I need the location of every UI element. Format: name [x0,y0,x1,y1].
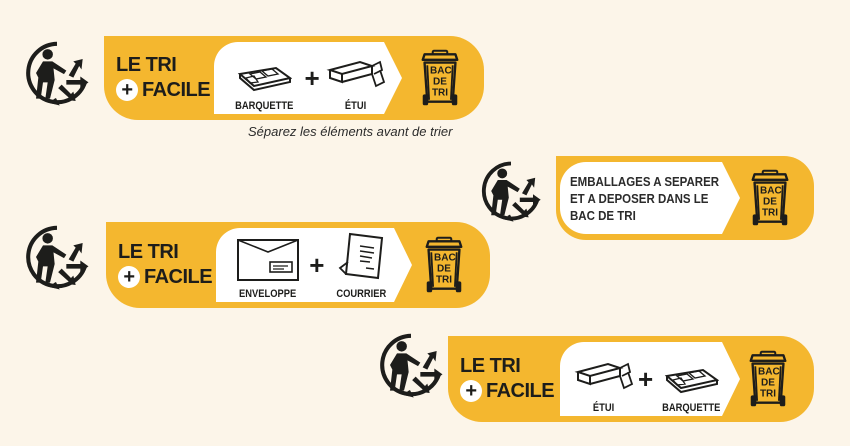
tri-facile-title: LE TRI +FACILE [460,336,555,422]
item-etui: ÉTUI [326,36,386,120]
title-line-1: LE TRI [460,355,521,377]
plus-circle-icon: + [460,380,482,402]
plus-circle-icon: + [118,266,140,288]
items-row: ENVELOPPE + COURRIER [234,222,391,308]
plus-icon: + [638,363,654,394]
plus-icon: + [309,249,325,280]
item-label: BARQUETTE [662,402,721,414]
sorting-banner: EMBALLAGES A SEPARER ET A DEPOSER DANS L… [556,156,814,240]
plus-icon: + [304,62,320,93]
tri-facile-title: LE TRI +FACILE [116,36,211,120]
item-label: ÉTUI [344,100,367,112]
title-line-2: FACILE [144,266,213,288]
title-line-1: LE TRI [116,54,177,76]
triman-recycling-icon [376,330,446,400]
title-line-2: FACILE [142,79,211,101]
item-label: ÉTUI [593,402,615,414]
message-panel [560,162,740,234]
item-label: COURRIER [336,288,387,300]
letter-icon [338,232,386,282]
item-barquette: BARQUETTE [230,36,298,120]
caption: Séparez les éléments avant de trier [248,124,453,139]
plus-circle-icon: + [116,79,138,101]
item-etui: ÉTUI [574,336,634,422]
box-sleeve-icon [574,360,634,396]
tri-facile-title: LE TRI +FACILE [118,222,213,308]
title-line-1: LE TRI [118,241,179,263]
item-barquette: BARQUETTE [657,336,725,422]
envelope-icon [236,236,300,282]
item-label: BARQUETTE [235,100,294,112]
tray-icon [663,366,719,396]
item-courrier: COURRIER [332,222,391,308]
triman-recycling-icon [478,158,544,224]
triman-recycling-icon [22,222,92,292]
tray-icon [236,64,292,94]
sorting-message: EMBALLAGES A SEPARER ET A DEPOSER DANS L… [570,175,720,223]
items-row: ÉTUI + BARQUETTE [574,336,726,422]
items-row: BARQUETTE + ÉTUI [230,36,386,120]
triman-recycling-icon [22,38,92,108]
title-line-2: FACILE [486,380,555,402]
box-sleeve-icon [326,58,386,94]
item-label: ENVELOPPE [239,288,297,300]
item-enveloppe: ENVELOPPE [234,222,301,308]
